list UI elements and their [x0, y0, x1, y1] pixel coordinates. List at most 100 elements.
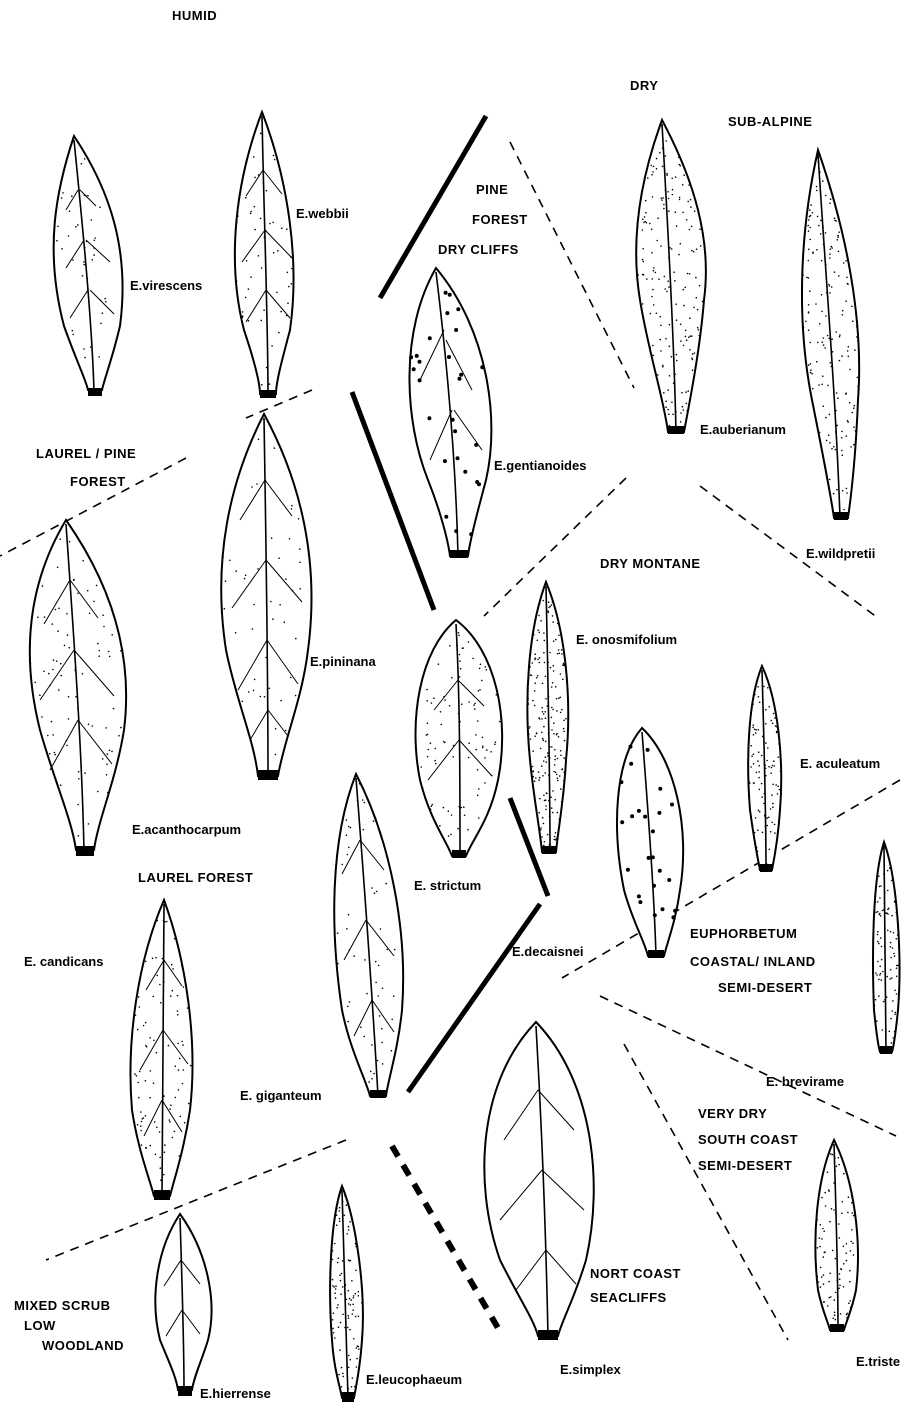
leaf-stipple-dot	[156, 975, 158, 977]
leaf-stipple-dot	[562, 768, 564, 770]
leaf-stipple-dot	[702, 301, 704, 303]
zone-laurelpine-forest-label: FOREST	[70, 474, 126, 489]
leaf-stipple-dot	[541, 765, 543, 767]
leaf-stipple-dot	[850, 446, 852, 448]
leaf-stipple-dot	[341, 1273, 343, 1275]
leaf-stipple-dot	[71, 195, 73, 197]
leaf-stipple-dot	[338, 1374, 340, 1376]
leaf-stipple-dot	[642, 229, 644, 231]
leaf-stipple-dot	[54, 754, 56, 756]
leaf-stipple-dot	[826, 440, 828, 442]
leaf-stipple-dot	[468, 701, 470, 703]
leaf-stipple-dot	[841, 1213, 843, 1215]
leaf-stipple-dot	[500, 718, 502, 720]
leaf-stipple-dot	[376, 891, 378, 893]
leaf-stipple-dot	[162, 958, 164, 960]
leaf-stipple-dot	[811, 373, 813, 375]
leaf-stipple-dot	[642, 248, 644, 250]
leaf-stipple-dot	[755, 817, 757, 819]
leaf-stipple-dot	[819, 171, 821, 173]
leaf-stipple-dot	[836, 1280, 838, 1282]
leaf-stipple-dot	[669, 425, 671, 427]
leaf-stipple-dot	[261, 267, 263, 269]
leaf-stipple-dot	[834, 1314, 836, 1316]
leaf-stipple-dot	[264, 443, 266, 445]
leaf-stipple-dot	[430, 809, 432, 811]
leaf-stipple-dot	[474, 703, 476, 705]
leaf-stipple-dot	[645, 200, 647, 202]
leaf-stipple-dot	[346, 1233, 348, 1235]
leaf-stipple-dot	[339, 1218, 341, 1220]
leaf-stipple-dot	[181, 965, 183, 967]
leaf-stipple-dot	[644, 216, 646, 218]
leaf-stipple-dot	[771, 720, 773, 722]
leaf-stipple-dot	[358, 1348, 360, 1350]
leaf-stipple-dot	[752, 727, 754, 729]
leaf-stipple-dot	[765, 839, 767, 841]
leaf-stipple-dot	[60, 663, 62, 665]
leaf-stipple-dot	[838, 275, 840, 277]
leaf-stipple-dot	[449, 705, 451, 707]
leaf-stipple-dot	[52, 669, 54, 671]
leaf-stipple-dot	[683, 305, 685, 307]
leaf-stipple-dot	[665, 400, 667, 402]
leaf-stipple-dot	[838, 1223, 840, 1225]
leaf-stipple-dot	[767, 687, 769, 689]
leaf-stipple-dot	[827, 335, 829, 337]
leaf-stipple-dot	[348, 1315, 350, 1317]
leaf-stipple-dot	[886, 976, 888, 978]
leaf-triste	[815, 1140, 858, 1332]
leaf-stipple-dot	[66, 740, 68, 742]
leaf-stipple-dot	[357, 1345, 359, 1347]
leaf-stipple-dot	[98, 655, 100, 657]
leaf-stipple-dot	[245, 197, 247, 199]
leaf-stipple-dot	[333, 1332, 335, 1334]
leaf-stipple-dot	[458, 632, 460, 634]
leaf-stipple-dot	[351, 1299, 353, 1301]
leaf-stipple-dot	[356, 1366, 358, 1368]
leaf-stipple-dot	[336, 1214, 338, 1216]
leaf-stipple-dot	[823, 1301, 825, 1303]
leaf-stipple-dot	[236, 221, 238, 223]
leaf-stipple-dot	[770, 808, 772, 810]
leaf-stipple-dot	[830, 339, 832, 341]
leaf-stipple-dot	[352, 1304, 354, 1306]
leaf-stipple-dot	[286, 315, 288, 317]
leaf-stipple-dot	[375, 961, 377, 963]
leaf-stipple-dot	[57, 226, 59, 228]
leaf-stipple-dot	[248, 691, 250, 693]
leaf-stipple-dot	[253, 604, 255, 606]
leaf-stipple-dot	[91, 219, 93, 221]
leaf-stipple-dot	[143, 1025, 145, 1027]
leaf-stipple-dot	[538, 779, 540, 781]
leaf-stipple-dot	[874, 1005, 876, 1007]
leaf-stipple-dot	[472, 658, 474, 660]
leaf-stipple-dot	[850, 1241, 852, 1243]
species-label-auberianum: E.auberianum	[700, 422, 786, 437]
leaf-stipple-dot	[768, 766, 770, 768]
leaf-stipple-dot	[191, 1052, 193, 1054]
leaf-stipple-dot	[882, 910, 884, 912]
leaf-decaisnei	[617, 728, 683, 958]
leaf-stipple-dot	[845, 260, 847, 262]
leaf-stipple-dot	[349, 1260, 351, 1262]
leaf-stipple-dot	[66, 613, 68, 615]
leaf-stipple-dot	[765, 775, 767, 777]
leaf-stipple-dot	[431, 805, 433, 807]
leaf-stipple-dot	[42, 585, 44, 587]
leaf-stipple-dot	[537, 659, 539, 661]
zone-woodland-label: WOODLAND	[42, 1338, 124, 1353]
leaf-stipple-dot	[434, 760, 436, 762]
leaf-stipple-dot	[834, 1312, 836, 1314]
leaf-stipple-dot	[810, 363, 812, 365]
leaf-stipple-dot	[687, 201, 689, 203]
leaf-stipple-dot	[352, 1377, 354, 1379]
leaf-stipple-dot	[819, 323, 821, 325]
leaf-stipple-dot	[56, 660, 58, 662]
leaf-stipple-dot	[344, 1195, 346, 1197]
zone-laurelpine-label: LAUREL / PINE	[36, 446, 136, 461]
leaf-stipple-dot	[72, 259, 74, 261]
leaf-stipple-dot	[652, 884, 656, 888]
leaf-stipple-dot	[539, 777, 541, 779]
leaf-stipple-dot	[453, 745, 455, 747]
